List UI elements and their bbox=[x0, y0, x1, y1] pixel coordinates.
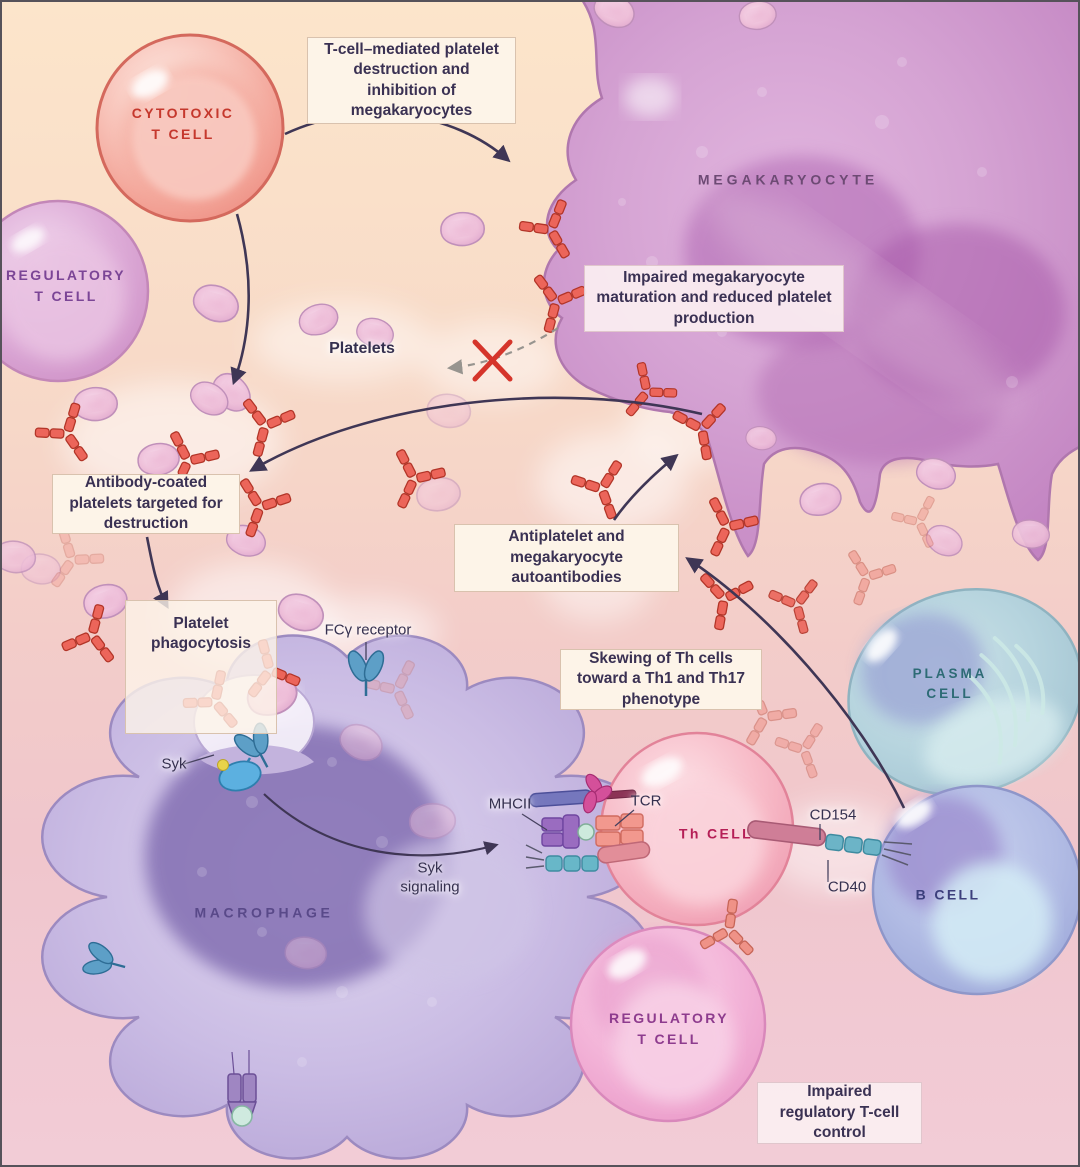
platelet-icon bbox=[427, 394, 470, 427]
plasma-cell-label: PLASMA CELL bbox=[912, 665, 988, 701]
regulatory-t-cell-bottom-label: REGULATORY T CELL bbox=[609, 1010, 729, 1047]
mhcii-tcr-synapse-icon bbox=[525, 773, 651, 872]
callout-antibody-coated: Antibody-coated platelets targeted for d… bbox=[52, 474, 240, 534]
cd154-cd40-icon bbox=[747, 820, 913, 866]
regulatory-t-cell-left bbox=[2, 199, 150, 383]
regulatory-t-cell-bottom bbox=[569, 925, 767, 1123]
th-cell bbox=[599, 731, 795, 927]
cd40-label: CD40 bbox=[827, 878, 867, 896]
platelet-icon bbox=[438, 209, 486, 249]
platelet-icon bbox=[746, 427, 776, 450]
macrophage-label: MACROPHAGE bbox=[194, 904, 334, 921]
callout-tcell-mediated: T-cell–mediated platelet destruction and… bbox=[307, 37, 516, 124]
blocked-platelet-release bbox=[446, 327, 559, 382]
antibody-icon bbox=[832, 547, 900, 614]
inhibition-x-icon bbox=[472, 339, 513, 382]
arrow-box-to-megakaryocyte bbox=[612, 453, 679, 521]
megakaryocyte-label: MEGAKARYOCYTE bbox=[697, 171, 879, 188]
blocked-arrow-dashed bbox=[446, 327, 559, 375]
syk-signaling-label: Syk signaling bbox=[400, 859, 460, 895]
th-cell-label: Th CELL bbox=[678, 825, 754, 842]
callout-antiplatelet-autoantibodies: Antiplatelet and megakaryocyte autoantib… bbox=[454, 524, 679, 592]
cd154-label: CD154 bbox=[809, 806, 857, 824]
fc-gamma-receptor-label: FCγ receptor bbox=[324, 621, 412, 639]
arrow-coated-to-phagocytosis bbox=[145, 536, 169, 609]
b-cell bbox=[871, 784, 1078, 996]
callout-th-skewing: Skewing of Th cells toward a Th1 and Th1… bbox=[560, 649, 762, 710]
macrophage-bottom-receptor-icon bbox=[226, 1050, 258, 1127]
platelet-icon bbox=[79, 578, 131, 624]
platelet-icon bbox=[285, 937, 326, 968]
platelet-icon bbox=[190, 281, 243, 326]
syk-molecule-icon bbox=[217, 757, 262, 792]
tcr-label: TCR bbox=[630, 792, 662, 810]
arrow-cytotoxic-to-platelets bbox=[230, 213, 250, 386]
cytotoxic-t-cell bbox=[95, 33, 285, 223]
callout-impaired-megakaryocyte: Impaired megakaryocyte maturation and re… bbox=[584, 265, 844, 332]
platelet-icon bbox=[1012, 520, 1049, 548]
platelet-icon bbox=[796, 478, 845, 522]
cytotoxic-t-cell-label: CYTOTOXIC T CELL bbox=[131, 105, 235, 142]
syk-label: Syk bbox=[161, 755, 187, 773]
platelet-icon bbox=[2, 541, 35, 572]
label-pointer-lines bbox=[183, 642, 829, 882]
arrow-syk-signaling bbox=[263, 793, 499, 857]
mhcii-label: MHCII bbox=[488, 795, 532, 813]
callout-impaired-treg: Impaired regulatory T-cell control bbox=[757, 1082, 922, 1144]
arrow-bcell-to-autoantibody-box bbox=[685, 557, 906, 809]
macrophage-cell bbox=[40, 634, 654, 1160]
antibody-icon bbox=[771, 720, 839, 787]
arrow-autoantibodies-to-platelets bbox=[249, 396, 703, 472]
callout-platelet-phagocytosis: Platelet phagocytosis bbox=[125, 600, 277, 734]
platelets-label: Platelets bbox=[329, 340, 395, 357]
plasma-cell bbox=[847, 588, 1078, 796]
regulatory-t-cell-left-label: REGULATORY T CELL bbox=[6, 267, 126, 304]
b-cell-label: B CELL bbox=[915, 886, 981, 903]
